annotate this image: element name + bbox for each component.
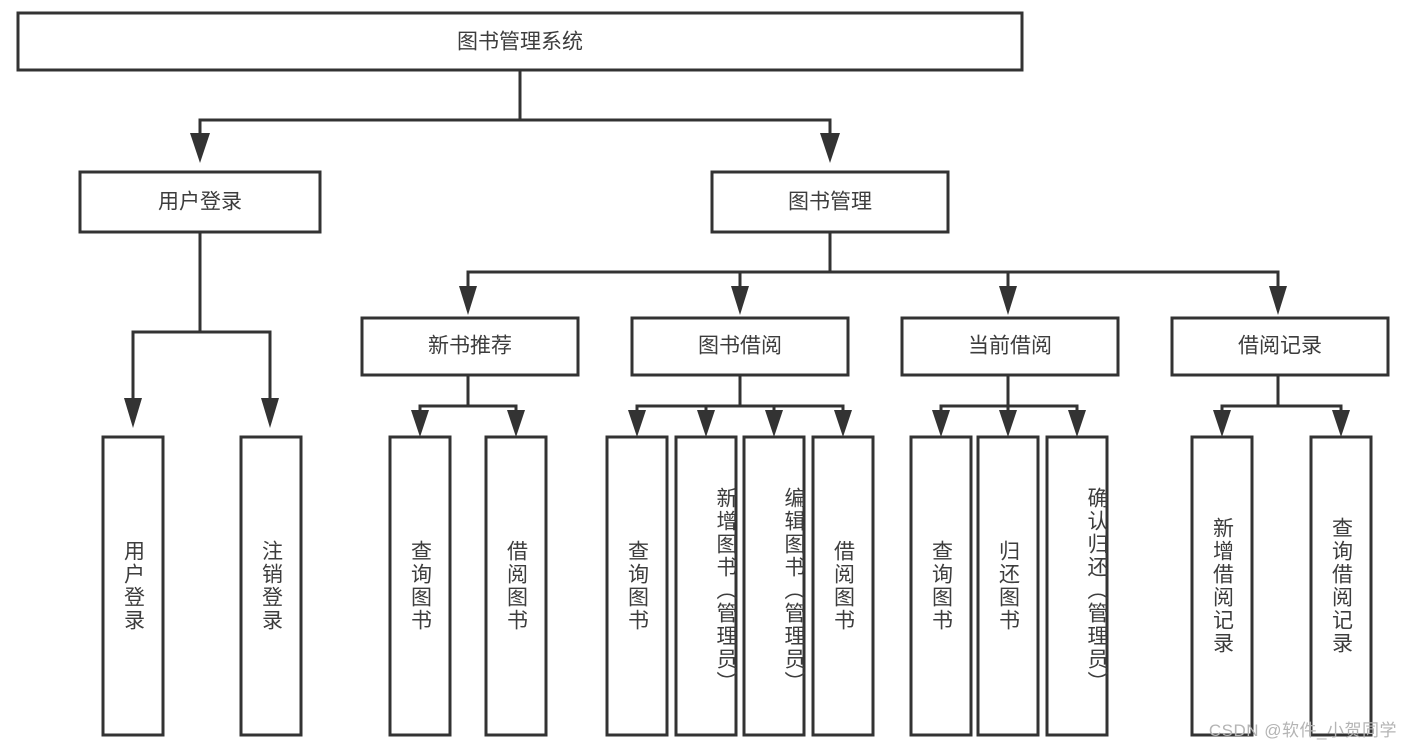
node-label-current-borrow: 当前借阅: [968, 335, 1052, 358]
arrow-icon-user-leaf-1: [124, 398, 142, 428]
node-label-user-login: 用户登录: [158, 191, 242, 214]
node-box-leaf-query-book-2[interactable]: [605, 435, 669, 737]
arrow-icon-root-user: [190, 133, 210, 163]
arrow-icon-user-leaf-2: [261, 398, 279, 428]
node-box-leaf-add-book[interactable]: [674, 435, 738, 737]
node-label-book-manage: 图书管理: [788, 191, 872, 214]
node-box-leaf-borrow-book-1[interactable]: [484, 435, 548, 737]
node-box-new-book-recommend[interactable]: [360, 316, 580, 377]
node-box-leaf-borrow-book-2[interactable]: [811, 435, 875, 737]
node-label-new-book-recommend: 新书推荐: [428, 335, 512, 358]
arrow-icon-book-record: [1269, 286, 1287, 315]
arrow-icon-borrow-leaf-1: [628, 410, 646, 437]
node-box-root[interactable]: [16, 11, 1024, 72]
node-box-leaf-edit-book[interactable]: [742, 435, 806, 737]
arrow-icon-borrow-leaf-4: [834, 410, 852, 437]
arrow-icon-book-borrow: [731, 286, 749, 315]
arrow-icon-current-leaf-2: [999, 410, 1017, 437]
connector-group-root: [190, 68, 840, 163]
node-box-leaf-logout[interactable]: [239, 435, 303, 737]
node-box-leaf-confirm-return[interactable]: [1045, 435, 1109, 737]
watermark-text: CSDN @软件_小贺同学: [1208, 721, 1397, 740]
arrow-icon-current-leaf-3: [1068, 410, 1086, 437]
node-box-leaf-query-record[interactable]: [1309, 435, 1373, 737]
node-box-user-login[interactable]: [78, 170, 322, 234]
arrow-icon-current-leaf-1: [932, 410, 950, 437]
arrow-icon-root-book: [820, 133, 840, 163]
arrow-icon-newbook-leaf-2: [507, 410, 525, 437]
node-box-leaf-query-book-3[interactable]: [909, 435, 973, 737]
node-box-leaf-user-login[interactable]: [101, 435, 165, 737]
node-label-root: 图书管理系统: [457, 31, 583, 54]
node-box-book-borrow[interactable]: [630, 316, 850, 377]
connector-group-current-borrow: [932, 373, 1086, 437]
arrow-icon-record-leaf-1: [1213, 410, 1231, 437]
connector-group-book-borrow: [628, 373, 852, 437]
arrow-icon-book-new: [459, 286, 477, 315]
node-box-current-borrow[interactable]: [900, 316, 1120, 377]
connector-group-new-book: [411, 373, 525, 437]
arrow-icon-book-current: [999, 286, 1017, 315]
arrow-icon-record-leaf-2: [1332, 410, 1350, 437]
node-box-borrow-record[interactable]: [1170, 316, 1390, 377]
connector-group-borrow-record: [1213, 373, 1350, 437]
node-box-leaf-return-book[interactable]: [976, 435, 1040, 737]
node-box-leaf-query-book-1[interactable]: [388, 435, 452, 737]
connector-group-user-login: [124, 230, 279, 428]
arrow-icon-borrow-leaf-3: [765, 410, 783, 437]
arrow-icon-newbook-leaf-1: [411, 410, 429, 437]
arrow-icon-borrow-leaf-2: [697, 410, 715, 437]
node-box-leaf-add-record[interactable]: [1190, 435, 1254, 737]
connector-group-book-manage: [459, 230, 1287, 315]
node-box-book-manage[interactable]: [710, 170, 950, 234]
node-label-book-borrow: 图书借阅: [698, 335, 782, 358]
node-label-borrow-record: 借阅记录: [1238, 335, 1322, 358]
